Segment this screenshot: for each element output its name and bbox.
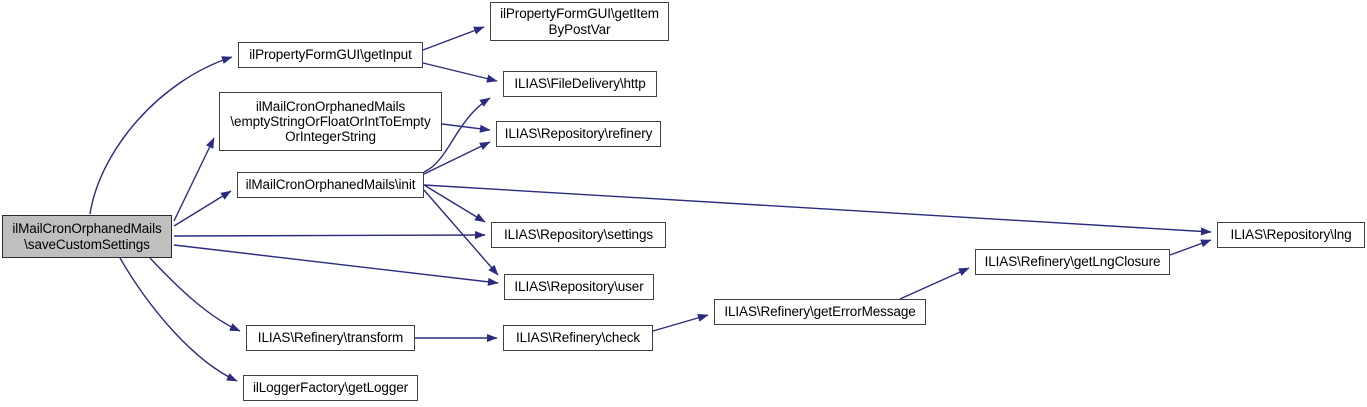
graph-node-label-transform: ILIAS\Refinery\transform: [257, 330, 404, 346]
graph-node-getItemByPostVar[interactable]: ilPropertyFormGUI\getItem ByPostVar: [490, 2, 669, 41]
call-edge-getInput-to-getItemByPostVar: [422, 26, 485, 51]
call-edge-root-to-getLogger: [119, 257, 238, 382]
graph-node-label-refinery: ILIAS\Repository\refinery: [504, 126, 653, 142]
call-edge-root-to-user: [173, 244, 499, 286]
graph-node-check[interactable]: ILIAS\Refinery\check: [503, 325, 653, 351]
graph-node-label-getInput: ilPropertyFormGUI\getInput: [249, 47, 412, 63]
call-edge-init-to-http: [423, 97, 491, 173]
graph-node-label-http: ILIAS\FileDelivery\http: [514, 76, 646, 92]
graph-node-transform[interactable]: ILIAS\Refinery\transform: [246, 325, 415, 351]
graph-node-settings[interactable]: ILIAS\Repository\settings: [491, 222, 666, 248]
graph-node-label-getItemByPostVar: ilPropertyFormGUI\getItem ByPostVar: [500, 6, 659, 37]
graph-node-label-getLngClosure: ILIAS\Refinery\getLngClosure: [984, 254, 1161, 270]
graph-node-label-check: ILIAS\Refinery\check: [515, 330, 641, 346]
edges-group: [89, 26, 1212, 382]
call-edge-init-to-lng: [423, 184, 1212, 236]
graph-node-init[interactable]: ilMailCronOrphanedMails\init: [237, 172, 424, 198]
call-edge-getInput-to-http: [422, 62, 498, 83]
graph-node-http[interactable]: ILIAS\FileDelivery\http: [503, 71, 657, 97]
graph-node-label-emptyString: ilMailCronOrphanedMails \emptyStringOrFl…: [230, 98, 431, 145]
call-edge-init-to-settings: [423, 184, 486, 223]
call-edge-check-to-getErrorMessage: [652, 313, 709, 332]
graph-node-refinery[interactable]: ILIAS\Repository\refinery: [496, 121, 661, 147]
graph-node-lng[interactable]: ILIAS\Repository\lng: [1217, 222, 1365, 248]
call-edge-getLngClosure-to-lng: [1169, 239, 1212, 256]
graph-node-label-getErrorMessage: ILIAS\Refinery\getErrorMessage: [724, 304, 916, 320]
call-edge-root-to-settings: [173, 230, 486, 240]
graph-node-root[interactable]: ilMailCronOrphanedMails \saveCustomSetti…: [2, 215, 172, 258]
call-edge-init-to-user: [423, 189, 499, 276]
graph-node-label-lng: ILIAS\Repository\lng: [1230, 227, 1352, 243]
call-edge-root-to-emptyString: [173, 137, 215, 222]
graph-node-getLogger[interactable]: ilLoggerFactory\getLogger: [243, 375, 418, 401]
graph-node-user[interactable]: ILIAS\Repository\user: [504, 274, 654, 300]
graph-node-label-root: ilMailCronOrphanedMails \saveCustomSetti…: [12, 221, 162, 252]
graph-node-label-getLogger: ilLoggerFactory\getLogger: [252, 380, 409, 396]
call-edge-root-to-transform: [149, 257, 241, 332]
call-edge-init-to-refinery: [423, 141, 491, 175]
call-edge-emptyString-to-refinery: [441, 123, 491, 133]
graph-node-label-settings: ILIAS\Repository\settings: [503, 227, 654, 243]
call-edge-root-to-getInput: [89, 56, 233, 215]
call-edge-root-to-init: [173, 190, 232, 227]
graph-node-getErrorMessage[interactable]: ILIAS\Refinery\getErrorMessage: [714, 299, 926, 325]
graph-node-label-init: ilMailCronOrphanedMails\init: [245, 177, 416, 193]
graph-node-getLngClosure[interactable]: ILIAS\Refinery\getLngClosure: [975, 249, 1170, 275]
graph-node-emptyString[interactable]: ilMailCronOrphanedMails \emptyStringOrFl…: [219, 92, 442, 151]
call-edge-getErrorMessage-to-getLngClosure: [899, 267, 970, 300]
graph-node-label-user: ILIAS\Repository\user: [514, 279, 644, 295]
graph-node-getInput[interactable]: ilPropertyFormGUI\getInput: [238, 42, 423, 68]
